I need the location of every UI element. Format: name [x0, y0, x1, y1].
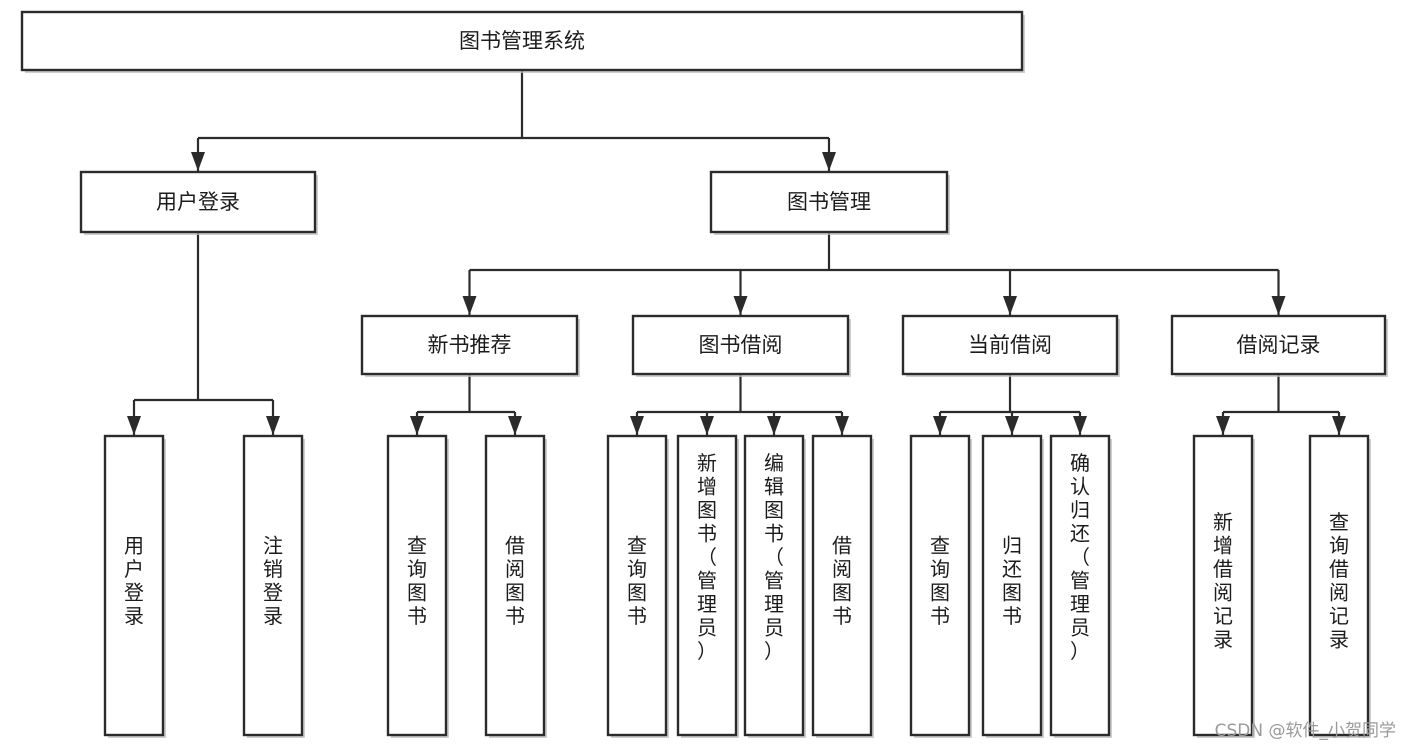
node-outline	[20, 10, 1024, 72]
node-label: 借阅图书	[505, 533, 525, 628]
node-outline	[676, 434, 738, 737]
arrow-head-icon	[767, 416, 781, 435]
node-label: 借阅图书	[832, 533, 852, 628]
node-label: 当前借阅	[968, 333, 1052, 357]
node-leaf-查询图书[interactable]: 查询图书	[909, 434, 972, 738]
node-outline	[484, 434, 546, 737]
arrow-head-icon	[127, 416, 141, 435]
node-label: 注销登录	[263, 533, 283, 628]
node-outline	[1049, 434, 1111, 737]
node-outline	[909, 434, 971, 737]
node-leaf-注销登录[interactable]: 注销登录	[242, 434, 305, 738]
arrow-head-icon	[410, 416, 424, 435]
node-label: 查询图书	[407, 533, 427, 628]
node-level3-当前借阅[interactable]: 当前借阅	[901, 314, 1120, 377]
node-label: 新书推荐	[428, 333, 512, 357]
arrow-head-icon	[835, 416, 849, 435]
node-leaf-查询借阅记录[interactable]: 查询借阅记录	[1308, 434, 1371, 738]
node-level3-图书借阅[interactable]: 图书借阅	[631, 314, 851, 377]
arrow-head-icon	[733, 296, 748, 315]
node-leaf-用户登录[interactable]: 用户登录	[103, 434, 166, 738]
node-outline	[981, 434, 1043, 737]
arrow-head-icon	[700, 416, 714, 435]
node-label: 借阅记录	[1237, 333, 1321, 357]
node-leaf-查询图书[interactable]: 查询图书	[386, 434, 449, 738]
node-leaf-查询图书[interactable]: 查询图书	[606, 434, 669, 738]
node-label: 确认归还（管理员）	[1070, 451, 1090, 663]
node-label: 图书管理	[787, 190, 871, 214]
node-level3-新书推荐[interactable]: 新书推荐	[360, 314, 580, 377]
node-leaf-新增图书管理员[interactable]: 新增图书（管理员）	[676, 434, 739, 738]
node-outline	[1308, 434, 1370, 737]
node-label: 新增借阅记录	[1213, 510, 1233, 652]
node-label: 查询借阅记录	[1329, 510, 1349, 652]
node-leaf-借阅图书[interactable]: 借阅图书	[484, 434, 547, 738]
arrow-head-icon	[822, 152, 836, 171]
arrow-head-icon	[1003, 296, 1017, 315]
node-level2-图书管理[interactable]: 图书管理	[709, 170, 950, 235]
arrow-head-icon	[630, 416, 644, 435]
node-leaf-新增借阅记录[interactable]: 新增借阅记录	[1192, 434, 1255, 738]
node-leaf-借阅图书[interactable]: 借阅图书	[811, 434, 874, 738]
node-outline	[1192, 434, 1254, 737]
node-outline	[606, 434, 668, 737]
node-level2-用户登录[interactable]: 用户登录	[79, 170, 318, 235]
node-leaf-确认归还管理员[interactable]: 确认归还（管理员）	[1049, 434, 1112, 738]
node-outline	[901, 314, 1119, 376]
node-label: 图书借阅	[699, 333, 783, 357]
node-outline	[811, 434, 873, 737]
node-label: 查询图书	[627, 533, 647, 628]
arrow-head-icon	[266, 416, 280, 435]
arrow-head-icon	[1271, 296, 1286, 315]
node-leaf-编辑图书管理员[interactable]: 编辑图书（管理员）	[743, 434, 806, 738]
node-root-图书管理系统[interactable]: 图书管理系统	[20, 10, 1025, 73]
node-outline	[242, 434, 304, 737]
node-label: 新增图书（管理员）	[697, 451, 717, 663]
arrow-head-icon	[462, 296, 477, 315]
arrow-head-icon	[1332, 416, 1346, 435]
node-label: 图书管理系统	[459, 29, 585, 53]
node-outline	[709, 170, 949, 234]
node-outline	[743, 434, 805, 737]
node-label: 查询图书	[930, 533, 950, 628]
node-outline	[79, 170, 317, 234]
node-outline	[386, 434, 448, 737]
node-layer: 图书管理系统用户登录图书管理新书推荐图书借阅当前借阅借阅记录用户登录注销登录查询…	[20, 10, 1388, 738]
node-label: 归还图书	[1002, 533, 1022, 628]
node-label: 用户登录	[124, 533, 144, 628]
node-outline	[631, 314, 850, 376]
connector-layer	[127, 70, 1346, 435]
csdn-watermark: CSDN @软件_小贺同学	[1215, 721, 1396, 741]
arrow-head-icon	[508, 416, 522, 435]
node-outline	[1170, 314, 1387, 376]
arrow-head-icon	[1005, 416, 1019, 435]
arrow-head-icon	[1216, 416, 1230, 435]
node-outline	[103, 434, 165, 737]
node-label: 用户登录	[156, 190, 240, 214]
arrow-head-icon	[191, 152, 205, 171]
node-label: 编辑图书（管理员）	[764, 451, 784, 663]
node-leaf-归还图书[interactable]: 归还图书	[981, 434, 1044, 738]
arrow-head-icon	[933, 416, 947, 435]
node-level3-借阅记录[interactable]: 借阅记录	[1170, 314, 1388, 377]
arrow-head-icon	[1073, 416, 1087, 435]
node-outline	[360, 314, 579, 376]
